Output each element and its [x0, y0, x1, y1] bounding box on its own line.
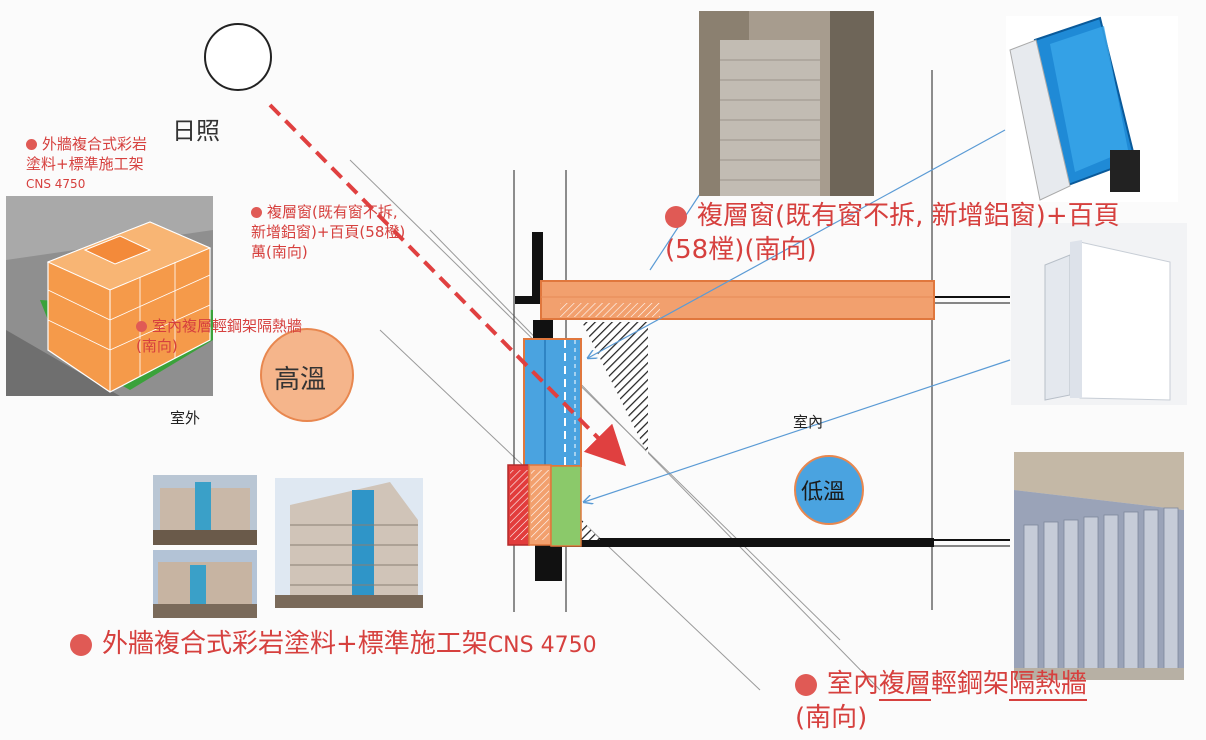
slab-top-stub — [515, 296, 550, 304]
high-temp-circle — [260, 328, 354, 422]
small-label-window: 複層窗(既有窗不拆, 新增鋁窗)+百頁(58橙) 萬(南向) — [251, 203, 406, 261]
ceiling-insulation-hatch — [560, 303, 660, 317]
wall-lower — [535, 545, 562, 581]
wall-upper — [532, 232, 543, 302]
floor-slab — [560, 538, 934, 547]
double-glazing-photo — [1006, 16, 1178, 202]
low-temp-label: 低溫 — [801, 480, 846, 505]
ceiling-insulation — [540, 280, 935, 320]
indoor-label: 室內 — [793, 413, 824, 431]
bullet-icon — [70, 633, 92, 656]
bullet-icon — [665, 205, 687, 228]
bullet-icon — [136, 321, 147, 332]
small-label-exterior: 外牆複合式彩岩 塗料+標準施工架 CNS 4750 — [26, 135, 148, 191]
high-temp-label: 高溫 — [274, 365, 327, 395]
steel-frame-wall-photo — [1014, 452, 1184, 680]
window-glazing — [523, 338, 582, 467]
interior-wall-layer — [550, 465, 582, 547]
sun-icon — [204, 23, 272, 91]
shadow-hatch-low — [582, 520, 600, 540]
building-photo-large — [275, 478, 423, 608]
large-label-wall: 室內複層輕鋼架隔熱牆 (南向) — [795, 669, 1088, 733]
outdoor-label: 室外 — [170, 409, 201, 427]
large-label-exterior: 外牆複合式彩岩塗料+標準施工架CNS 4750 — [70, 627, 597, 663]
building-photo-small-1 — [153, 475, 257, 545]
bullet-icon — [795, 673, 817, 696]
exterior-coating-hatch — [510, 470, 528, 540]
building-model-image — [6, 196, 213, 396]
leader-window-2 — [649, 193, 701, 271]
bullet-icon — [251, 207, 262, 218]
guide-line-2 — [429, 229, 881, 691]
insulation-panel-photo — [1011, 223, 1187, 405]
leader-panel — [584, 359, 1011, 502]
bullet-icon — [26, 139, 37, 150]
sunlight-arrow — [268, 103, 627, 467]
orange-wall-hatch — [531, 470, 549, 540]
small-label-wall: 室內複層輕鋼架隔熱牆 (南向) — [136, 317, 303, 355]
large-label-window: 複層窗(既有窗不拆, 新增鋁窗)+百頁 (58樘)(南向) — [665, 201, 1120, 265]
building-photo-small-2 — [153, 550, 257, 618]
wall-cap — [533, 320, 553, 340]
shadow-hatch — [582, 322, 648, 455]
leader-window — [588, 129, 1006, 358]
sun-label: 日照 — [172, 117, 220, 145]
guide-line-1 — [349, 159, 841, 641]
low-temp-circle — [794, 455, 864, 525]
louver-window-photo — [699, 11, 874, 196]
